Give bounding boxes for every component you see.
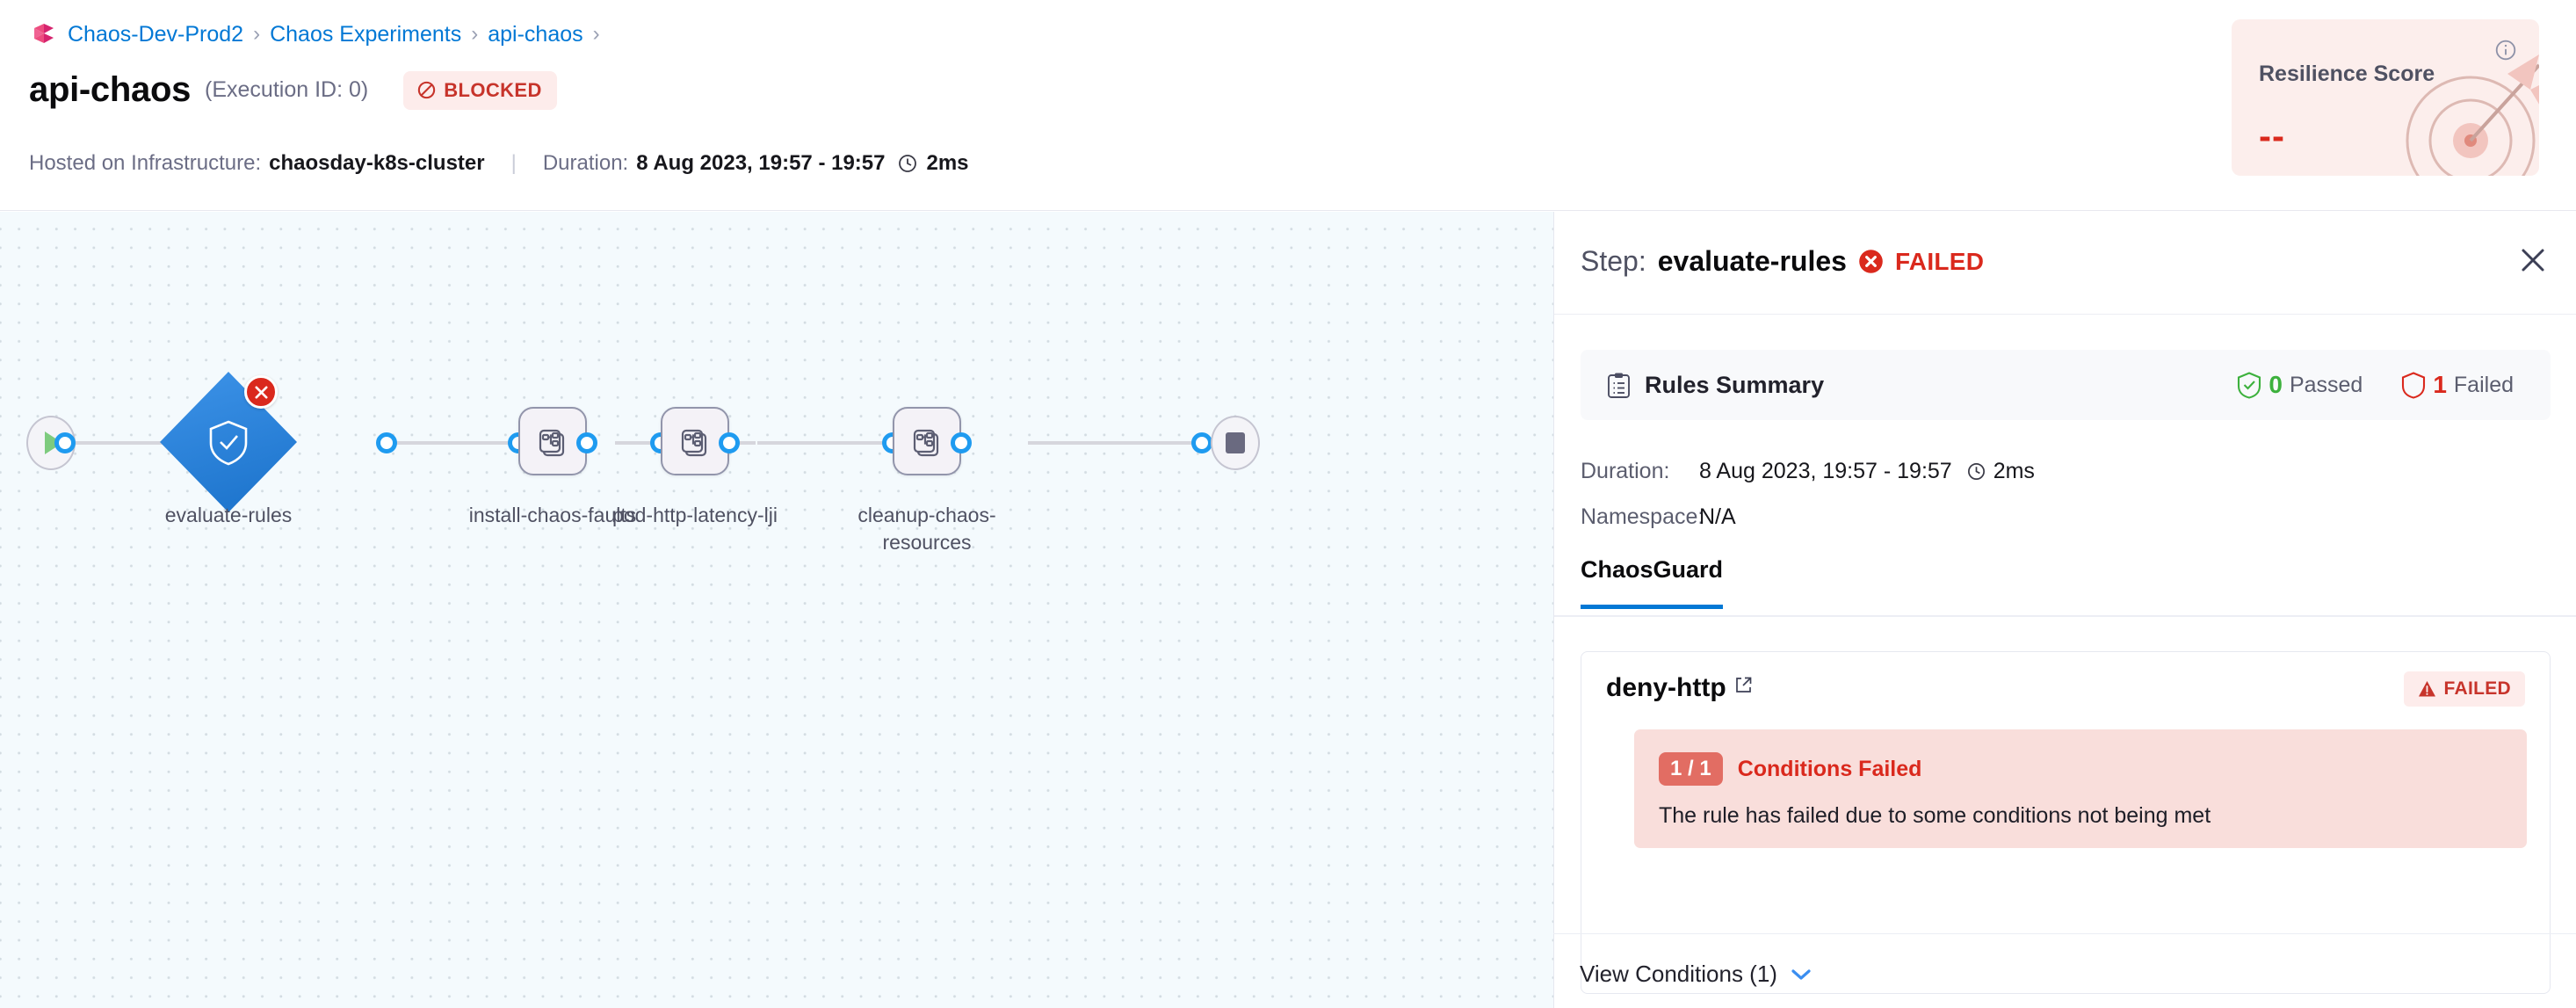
node-evaluate-rules[interactable] bbox=[158, 370, 299, 514]
breadcrumb-separator: › bbox=[253, 22, 261, 46]
port-start-out[interactable] bbox=[54, 432, 76, 453]
rules-passed-count: 0 Passed bbox=[2237, 371, 2363, 399]
resilience-score-title: Resilience Score bbox=[2259, 62, 2435, 86]
conditions-count-pill: 1 / 1 bbox=[1659, 752, 1723, 786]
passed-count-value: 0 bbox=[2268, 371, 2283, 398]
detail-duration-range: 8 Aug 2023, 19:57 - 19:57 bbox=[1698, 459, 1952, 483]
node-label-install-chaos-faults: install-chaos-faults bbox=[468, 504, 637, 526]
status-badge: BLOCKED bbox=[403, 70, 557, 110]
chevron-down-icon[interactable] bbox=[1790, 968, 1813, 982]
failed-count-value: 1 bbox=[2433, 371, 2447, 398]
panel-step-name: evaluate-rules bbox=[1657, 245, 1847, 277]
passed-count-label: Passed bbox=[2289, 372, 2363, 397]
breadcrumb-item-2[interactable]: api-chaos bbox=[488, 21, 583, 47]
status-badge-label: BLOCKED bbox=[444, 78, 542, 101]
page-title: api-chaos bbox=[29, 70, 192, 109]
detail-duration: Duration: 8 Aug 2023, 19:57 - 19:57 2ms bbox=[1581, 459, 2035, 484]
warning-triangle-icon bbox=[2418, 681, 2435, 697]
conditions-headline: Conditions Failed bbox=[1737, 756, 1922, 781]
stop-square-icon bbox=[1226, 432, 1245, 453]
breadcrumb: Chaos-Dev-Prod2 › Chaos Experiments › ap… bbox=[32, 21, 600, 47]
port-cleanup-out[interactable] bbox=[951, 432, 972, 453]
shield-check-icon bbox=[209, 420, 248, 466]
port-end-in[interactable] bbox=[1191, 432, 1212, 453]
infra-value: chaosday-k8s-cluster bbox=[269, 151, 485, 175]
meta-divider: | bbox=[510, 151, 517, 175]
detail-namespace-value: N/A bbox=[1698, 504, 1736, 529]
chaos-step-icon bbox=[681, 429, 707, 457]
rule-name[interactable]: deny-http bbox=[1606, 673, 1753, 703]
node-install-chaos-faults[interactable] bbox=[518, 407, 587, 475]
node-label-cleanup-chaos-resources: cleanup-chaos-resources bbox=[857, 504, 996, 554]
breadcrumb-separator: › bbox=[471, 22, 479, 46]
panel-title: Step: evaluate-rules FAILED bbox=[1581, 245, 1984, 278]
clock-icon bbox=[885, 153, 926, 174]
rule-status-badge: FAILED bbox=[2403, 671, 2525, 707]
error-x-icon bbox=[1859, 250, 1883, 273]
rules-summary-title: Rules Summary bbox=[1645, 371, 1825, 398]
end-node[interactable] bbox=[1211, 416, 1260, 470]
panel-header: Step: evaluate-rules FAILED bbox=[1554, 212, 2576, 315]
blocked-circle-icon bbox=[416, 80, 437, 100]
pipeline-canvas[interactable]: evaluate-rules install-chaos-faults pod-… bbox=[0, 212, 1553, 1008]
close-icon[interactable] bbox=[2514, 241, 2552, 279]
step-details-panel: Step: evaluate-rules FAILED Rules Summar… bbox=[1553, 212, 2576, 1008]
panel-status: FAILED bbox=[1894, 247, 1985, 275]
shield-check-icon bbox=[2238, 371, 2261, 399]
external-link-icon[interactable] bbox=[1734, 676, 1753, 694]
node-pod-http-latency-lji[interactable] bbox=[661, 407, 729, 475]
edge-latency-to-cleanup bbox=[757, 441, 898, 445]
edge-evaluate-to-install bbox=[390, 441, 520, 445]
edge-start-to-evaluate bbox=[67, 441, 242, 445]
node-label-pod-http-latency-lji: pod-http-latency-lji bbox=[612, 504, 778, 526]
rule-name-text: deny-http bbox=[1606, 673, 1726, 702]
conditions-failed-box: 1 / 1 Conditions Failed The rule has fai… bbox=[1634, 729, 2527, 848]
failed-count-label: Failed bbox=[2453, 372, 2514, 397]
rule-status-label: FAILED bbox=[2443, 678, 2511, 699]
node-label-evaluate-rules: evaluate-rules bbox=[164, 504, 293, 526]
view-conditions-toggle[interactable]: View Conditions (1) bbox=[1580, 961, 1813, 988]
edge-cleanup-to-end bbox=[1028, 441, 1204, 445]
error-x-icon bbox=[244, 375, 278, 409]
harness-logo-icon bbox=[32, 21, 58, 47]
breadcrumb-separator: › bbox=[592, 22, 600, 46]
info-circle-icon[interactable] bbox=[2494, 39, 2517, 62]
conditions-description: The rule has failed due to some conditio… bbox=[1659, 803, 2211, 828]
port-evaluate-out[interactable] bbox=[376, 432, 397, 453]
rule-card-deny-http: deny-http FAILED 1 / 1 Conditions Failed… bbox=[1581, 651, 2551, 994]
duration-label: Duration: bbox=[542, 151, 629, 175]
breadcrumb-item-1[interactable]: Chaos Experiments bbox=[270, 21, 462, 47]
resilience-score-value: -- bbox=[2259, 115, 2285, 156]
shield-outline-icon bbox=[2402, 371, 2426, 399]
view-conditions-label: View Conditions (1) bbox=[1580, 961, 1777, 987]
page-header: Chaos-Dev-Prod2 › Chaos Experiments › ap… bbox=[0, 0, 2576, 211]
rules-summary-box: Rules Summary 0 Passed 1 Failed bbox=[1581, 350, 2551, 420]
rules-failed-count: 1 Failed bbox=[2401, 371, 2514, 399]
breadcrumb-item-0[interactable]: Chaos-Dev-Prod2 bbox=[68, 21, 244, 47]
target-dartboard-icon bbox=[2406, 54, 2539, 176]
infra-label: Hosted on Infrastructure: bbox=[29, 151, 262, 175]
execution-id: (Execution ID: 0) bbox=[205, 77, 369, 102]
chaos-step-icon bbox=[913, 429, 939, 457]
duration-range: 8 Aug 2023, 19:57 - 19:57 bbox=[636, 151, 886, 175]
view-conditions-divider bbox=[1553, 933, 2576, 934]
detail-duration-value: 8 Aug 2023, 19:57 - 19:57 2ms bbox=[1699, 459, 2035, 484]
duration-value: 2ms bbox=[926, 151, 969, 175]
execution-meta: Hosted on Infrastructure: chaosday-k8s-c… bbox=[29, 151, 969, 176]
detail-duration-ms: 2ms bbox=[1993, 459, 2035, 483]
panel-tabs: ChaosGuard bbox=[1554, 556, 2576, 617]
clock-icon bbox=[1967, 463, 1985, 480]
panel-title-prefix: Step: bbox=[1581, 245, 1646, 277]
clipboard-icon bbox=[1608, 373, 1630, 398]
resilience-score-card: Resilience Score -- bbox=[2232, 19, 2539, 176]
title-row: api-chaos (Execution ID: 0) BLOCKED bbox=[29, 70, 557, 110]
detail-namespace-label: Namespace: bbox=[1581, 504, 1704, 529]
port-install-out[interactable] bbox=[576, 432, 597, 453]
chaos-step-icon bbox=[539, 429, 565, 457]
port-latency-out[interactable] bbox=[719, 432, 740, 453]
detail-duration-label: Duration: bbox=[1581, 459, 1670, 483]
tab-chaosguard[interactable]: ChaosGuard bbox=[1581, 556, 1724, 609]
detail-namespace: Namespace: N/A bbox=[1581, 504, 1736, 530]
